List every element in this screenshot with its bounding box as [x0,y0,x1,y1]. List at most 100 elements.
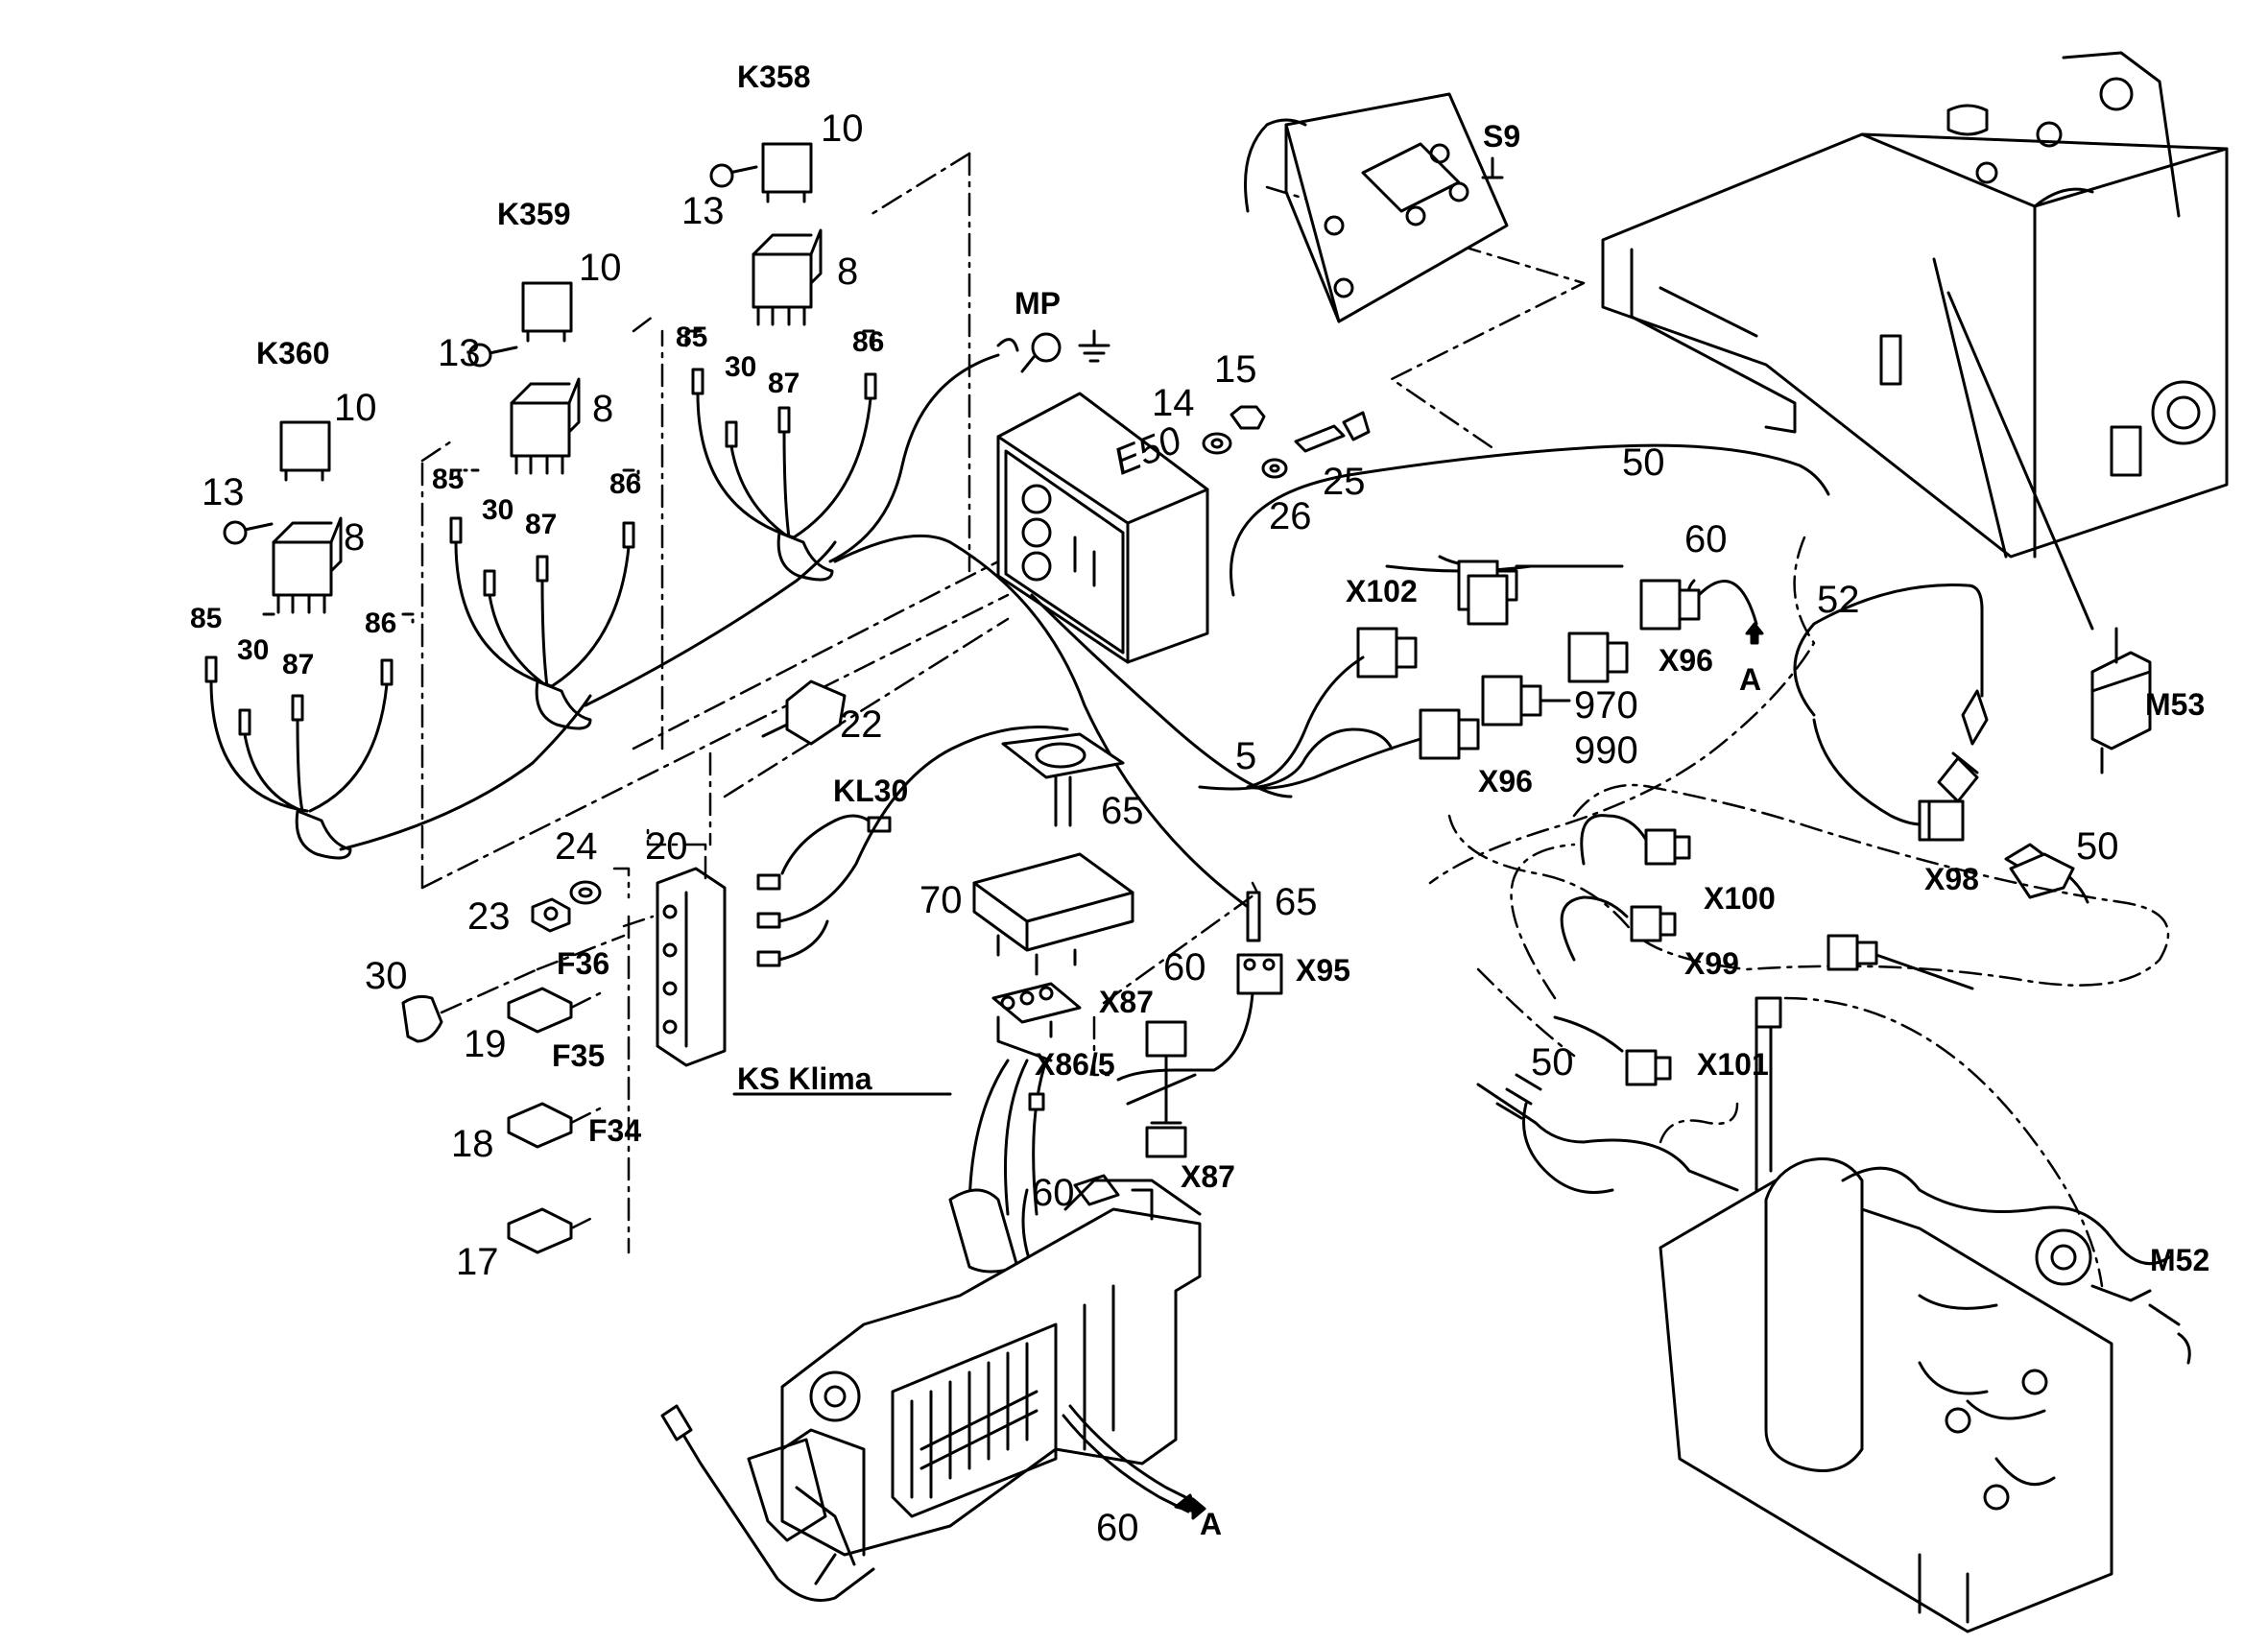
relay-k360 [279,420,331,472]
label-part-10-k358: 10 [821,107,864,150]
fuse-block-20 [646,828,727,1067]
control-unit-housing [660,1174,1202,1602]
fuel-pump-m53 [2090,627,2152,774]
label-k360: K360 [256,336,330,370]
connector-x96-plug [1419,708,1461,760]
control-box-e50 [996,392,1209,664]
label-k359: K359 [497,197,571,231]
terminal-30-k358 [725,420,738,448]
label-part-19: 19 [464,1023,507,1065]
connector-x96-socket [1639,579,1682,631]
label-x87-top: X87 [1099,985,1154,1019]
relay-holder-k359 [510,401,571,458]
label-x100: X100 [1704,881,1776,916]
label-arrow-a-bottom: A [1200,1507,1223,1541]
terminal-85-k358 [691,368,704,395]
label-kl30: KL30 [833,774,909,808]
label-x95: X95 [1296,953,1350,988]
screw-13-k360 [243,522,274,532]
label-part-25: 25 [1323,461,1366,503]
relay-holder-k358 [752,252,813,309]
harness-to-5 [833,534,1250,909]
label-pin-87-k359: 87 [525,509,558,540]
label-part-23: 23 [467,895,511,938]
label-part-5: 5 [1235,735,1257,777]
label-f35: F35 [552,1038,606,1073]
label-part-65-top: 65 [1101,790,1144,832]
label-part-65-right: 65 [1275,881,1318,923]
wire-sleeve-k358 [776,531,834,582]
fuses [507,915,631,1254]
label-part-24: 24 [555,825,598,868]
label-pin-30-k358: 30 [725,351,757,383]
label-part-970: 970 [1574,684,1638,727]
label-pin-86-k359: 86 [609,468,642,500]
label-part-18: 18 [451,1123,494,1165]
clip-30 [401,994,443,1043]
arrow-up-icon [1745,622,1764,645]
label-part-30-clip: 30 [365,955,408,997]
label-k358: K358 [737,60,811,94]
relay-k358 [761,142,813,194]
label-part-15: 15 [1214,348,1257,391]
terminal-85-k359 [449,516,463,544]
connector-group-x102-x96 [1246,536,1816,885]
label-x87-bottom: X87 [1181,1159,1235,1194]
terminal-86-k358 [864,372,877,400]
label-arrow-a-top: A [1739,662,1762,697]
fuse-f35 [507,1102,573,1149]
terminal-85-k360 [204,655,218,683]
label-pin-87-k358: 87 [768,368,800,399]
fuse-f34 [507,1207,573,1254]
terminal-30-k359 [483,569,496,597]
connector-group-x99-x100-x101 [1476,814,2104,1288]
label-x101: X101 [1697,1047,1769,1082]
arrow-right-icon [1174,1493,1206,1520]
relay-k359 [521,281,573,333]
connectors-x87-x95 [1092,881,1283,1158]
label-s9: S9 [1483,119,1521,154]
terminal-87-k358 [777,406,791,434]
kl30-cables [756,726,1069,967]
terminal-87-k359 [536,555,549,583]
label-part-13-k358: 13 [681,190,725,232]
label-part-26: 26 [1269,495,1312,537]
label-pin-86-k360: 86 [365,608,397,639]
label-part-20: 20 [645,825,688,868]
standoff-22 [708,679,847,846]
relay-k360-assembly [204,420,415,860]
label-part-70: 70 [919,879,963,921]
fasteners-14-15-25-26 [1202,405,1371,479]
label-x96-bottom: X96 [1478,764,1533,798]
label-pin-85-k358: 85 [676,322,708,353]
label-part-17: 17 [456,1241,499,1283]
connector-x98 [1927,799,2075,899]
relay-harness [339,353,1000,851]
label-part-60-mid: 60 [1163,946,1206,989]
label-x99: X99 [1684,946,1739,981]
label-x96-top: X96 [1659,643,1713,678]
label-part-8-k359: 8 [592,388,614,430]
label-x98: X98 [1924,862,1979,896]
cable-5 [1030,593,1293,798]
label-pin-86-k358: 86 [852,326,885,358]
relay-k358-assembly [684,142,877,582]
label-pin-87-k360: 87 [282,649,315,680]
fuse-f36 [507,987,573,1034]
label-x86-5: X86/5 [1035,1047,1115,1082]
label-part-10-k359: 10 [579,247,622,289]
module-65-70 [972,732,1134,976]
fasteners-23-24 [531,867,655,933]
label-part-14: 14 [1152,382,1195,424]
label-part-8-k360: 8 [344,516,366,559]
screw-13-k359 [488,345,518,355]
harness-outline-dashdot [1447,783,2170,987]
label-m52: M52 [2150,1243,2210,1277]
ground-symbol-icon [1078,329,1110,363]
heater-m52 [1476,1073,2191,1633]
label-pin-30-k360: 30 [237,634,270,666]
terminal-30-k360 [238,708,251,736]
label-part-50-right: 50 [2076,825,2119,868]
label-x102: X102 [1346,574,1418,608]
